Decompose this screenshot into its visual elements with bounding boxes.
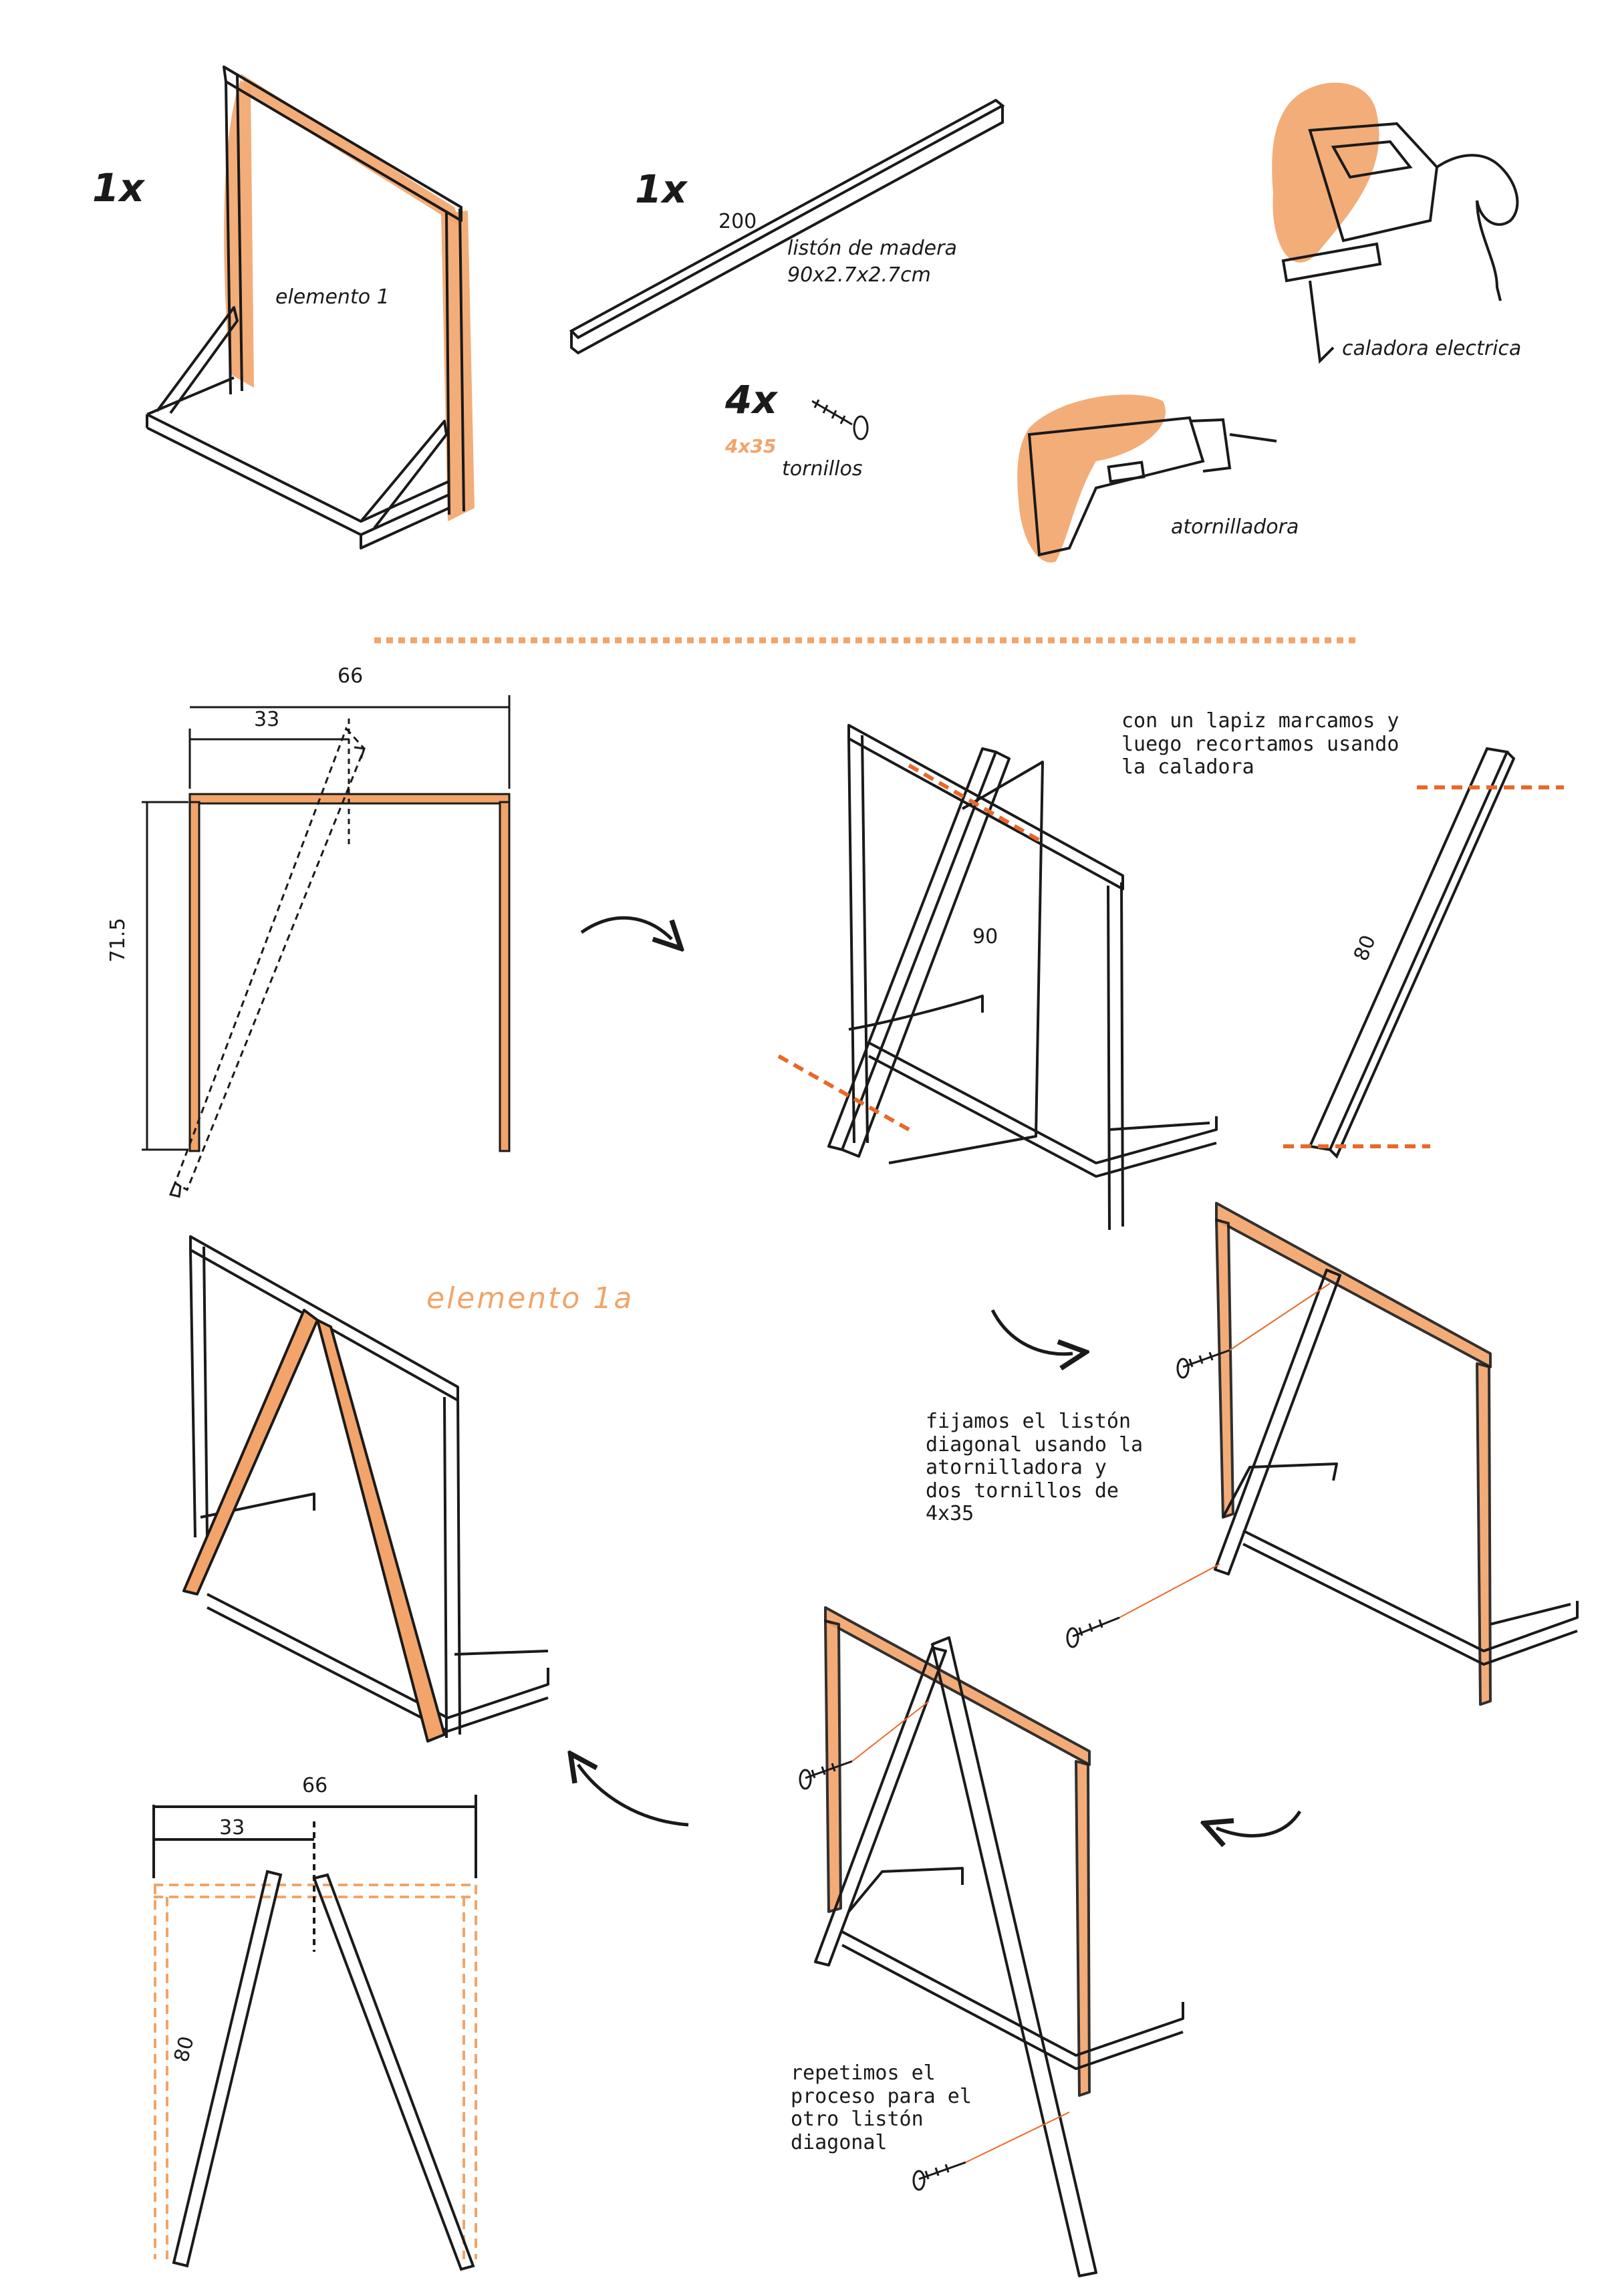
batten-drawing: [569, 98, 1005, 355]
second-diagonal-drawing: [814, 1606, 1184, 2277]
cut-instruction: con un lapiz marcamos y luego recortamos…: [1121, 709, 1399, 779]
fix-instruction: fijamos el listón diagonal usando la ato…: [926, 1410, 1144, 1525]
screw-icon: [811, 399, 869, 440]
screw-guide: [965, 2112, 1070, 2163]
element-1-drawing: [146, 66, 475, 549]
screw-label: tornillos: [782, 457, 863, 481]
element-1a-label: elemento 1a: [426, 1281, 634, 1315]
fixing-diagonal-drawing: [1214, 1202, 1579, 1706]
cut-mark-top: [908, 763, 1044, 844]
repeat-instruction: repetimos el proceso para el otro listón…: [791, 2061, 972, 2154]
screw-icon: [912, 2161, 966, 2191]
element-1a-drawing: [182, 1235, 549, 1743]
screw-guide: [1229, 1283, 1331, 1351]
step-arrow-3: [1216, 1810, 1302, 1835]
batten-quantity: 1x: [635, 166, 687, 212]
cut-mark-bottom: [777, 1054, 910, 1132]
screw-icon: [799, 1760, 853, 1790]
screw-guide: [851, 1700, 930, 1762]
frame-half-width-dimension: 33: [254, 708, 280, 731]
cut-batten-drawing: [1308, 747, 1516, 1159]
jigsaw-label: caladora electrica: [1342, 337, 1522, 360]
screw-quantity: 4x: [725, 377, 777, 422]
batten-size: 90x2.7x2.7cm: [787, 263, 931, 287]
jigsaw-icon: [1272, 82, 1519, 364]
drill-icon: [1017, 394, 1277, 563]
element-quantity: 1x: [92, 165, 144, 211]
screw-icon: [1176, 1349, 1230, 1379]
frame-width-dimension: 66: [338, 664, 364, 688]
result-half-width-dimension: 33: [219, 1816, 245, 1839]
frame-height-dimension: 71.5: [106, 918, 130, 963]
result-front-view: [152, 1795, 477, 2271]
screw-size: 4x35: [725, 435, 777, 457]
diagonal-placement-drawing: [827, 724, 1218, 1231]
element-label: elemento 1: [275, 285, 390, 309]
batten-length: 200: [718, 210, 757, 233]
front-view-frame: [142, 695, 511, 1198]
diagonal-length-dimension: 90: [972, 925, 998, 948]
screw-guide: [1119, 1563, 1220, 1618]
step-arrow-2: [990, 1309, 1073, 1354]
step-arrow-4: [578, 1765, 689, 1827]
step-arrow-1: [580, 916, 672, 939]
drill-label: atornilladora: [1171, 515, 1299, 539]
batten-name: listón de madera: [787, 237, 957, 260]
result-width-dimension: 66: [302, 1774, 328, 1797]
screw-icon: [1066, 1616, 1120, 1648]
